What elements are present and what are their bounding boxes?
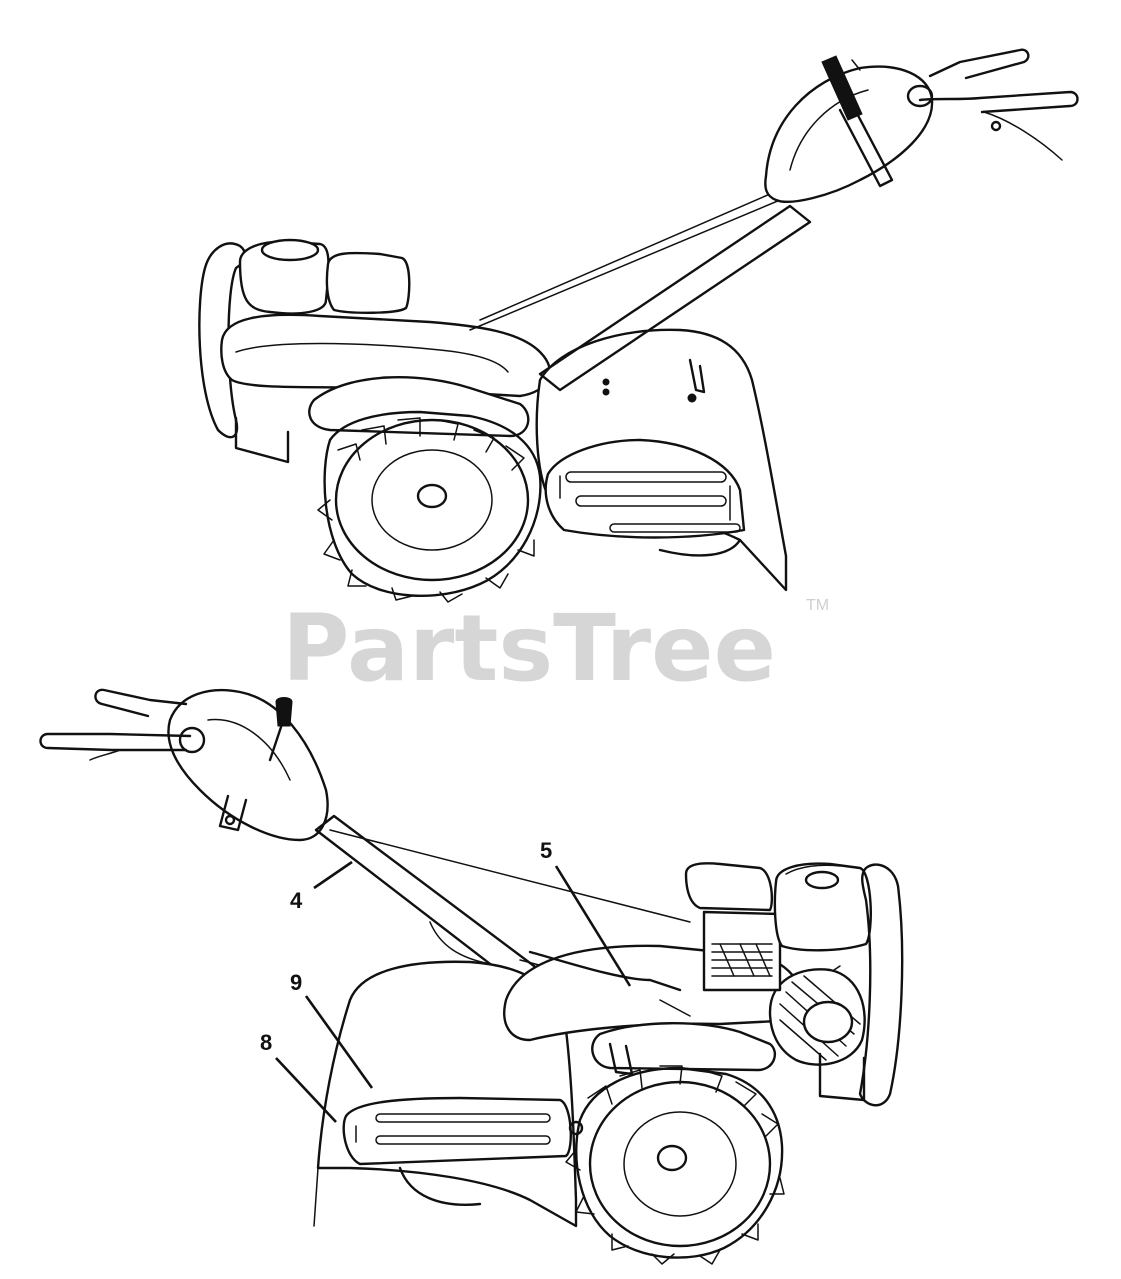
top-handle-tube (538, 204, 812, 392)
callout-5-leader (554, 865, 632, 987)
tine-shield (544, 438, 746, 539)
front-stand (234, 416, 290, 464)
top-shift-knob (821, 55, 863, 121)
bottom-fuel-tank (773, 862, 872, 952)
watermark-text: PartsTree (282, 595, 776, 702)
callouts: 4 5 9 8 (260, 838, 632, 1123)
hood-bottom (658, 538, 742, 557)
top-control-console (764, 65, 934, 203)
bottom-tire-tread (565, 1065, 785, 1265)
top-clutch-lever (983, 111, 1063, 161)
bottom-wheel-fender (591, 1022, 777, 1072)
top-wheel-hub-ring (371, 449, 493, 551)
callout-8-label: 8 (260, 1030, 272, 1055)
engine-block (702, 910, 782, 992)
bottom-wheel-hub-ring (623, 1111, 737, 1217)
callout-5-label: 5 (540, 838, 552, 863)
bottom-shift-knob (275, 697, 293, 727)
bottom-console-bracket (218, 794, 248, 832)
callout-4-label: 4 (290, 888, 303, 913)
callout-4: 4 (290, 860, 353, 913)
bottom-wheel-hub (656, 1144, 688, 1172)
tine-shield-slots (565, 471, 741, 533)
top-grip-upper (928, 48, 1030, 80)
fuel-cap (260, 238, 320, 262)
callout-9-leader (304, 995, 374, 1089)
bottom-tine-shield-slots (375, 1113, 551, 1145)
bottom-tine-shield (342, 1096, 572, 1166)
watermark: PartsTree TM (282, 595, 829, 702)
watermark-trademark: TM (806, 597, 829, 614)
bottom-stand (818, 1052, 866, 1102)
top-shift-rod (838, 102, 894, 188)
bottom-grip-lower (39, 732, 192, 752)
depth-bar (688, 358, 706, 394)
callout-4-leader (313, 860, 353, 890)
engine-block-hatching (711, 943, 773, 977)
callout-8-leader (275, 1057, 337, 1123)
callout-5: 5 (540, 838, 632, 987)
bottom-grip-upper (94, 688, 188, 718)
tiller-bottom-view (39, 688, 904, 1265)
callout-9-label: 9 (290, 970, 302, 995)
bottom-wheel-rim (588, 1080, 772, 1248)
top-control-cable-1 (469, 199, 781, 331)
bottom-bumper (858, 863, 904, 1107)
wheel-fender (308, 376, 530, 438)
shroud-detail (235, 342, 509, 373)
top-grip-lower (918, 90, 1079, 114)
tiller-top-view (198, 48, 1079, 603)
bottom-control-console (167, 688, 329, 842)
top-wheel-rim (334, 418, 530, 582)
top-control-cable-2 (479, 193, 771, 321)
clutch-linkage (528, 950, 682, 992)
callout-9: 9 (290, 970, 374, 1089)
recoil-hub (802, 1000, 854, 1044)
bottom-tire (575, 1066, 784, 1259)
callout-8: 8 (260, 1030, 337, 1123)
bottom-air-cleaner (684, 862, 774, 912)
top-tire (323, 410, 542, 597)
air-cleaner (325, 251, 411, 314)
bottom-fuel-cap (804, 870, 840, 890)
bottom-control-cable-1 (329, 829, 691, 923)
top-wheel-hub (416, 483, 448, 509)
